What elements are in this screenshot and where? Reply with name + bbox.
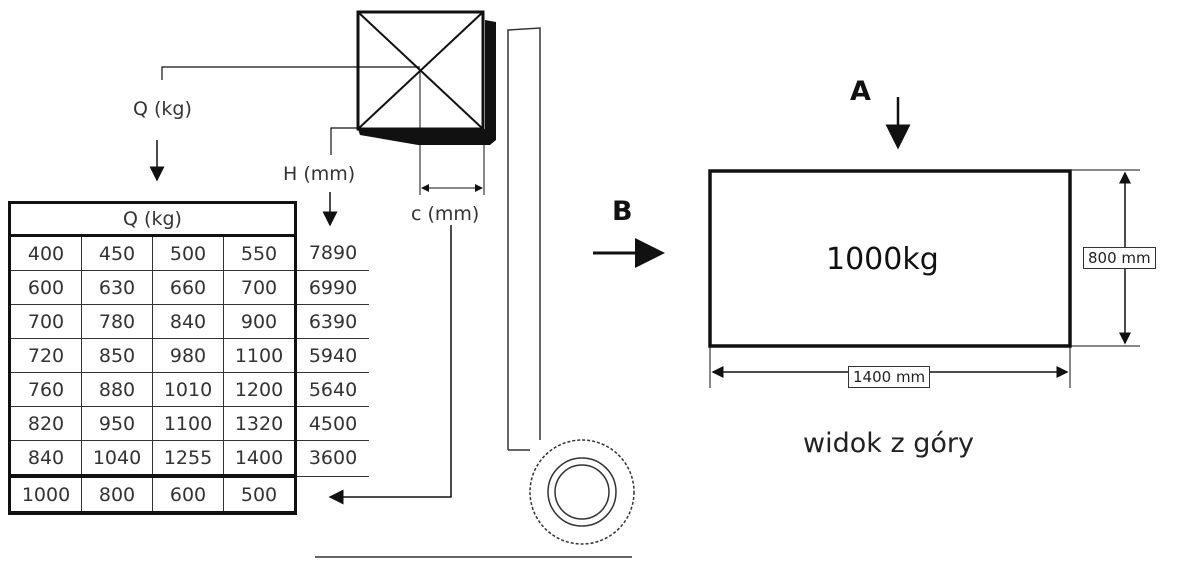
q-cell: 1320 xyxy=(223,406,296,441)
q-cell: 780 xyxy=(81,304,153,339)
q-cell: 1400 xyxy=(223,440,296,477)
q-cell: 840 xyxy=(152,304,224,339)
q-cell: 1040 xyxy=(81,440,153,477)
q-cell: 1200 xyxy=(223,372,296,407)
c-cell: 800 xyxy=(81,474,153,515)
q-cell: 400 xyxy=(8,235,82,271)
q-cell: 700 xyxy=(223,270,296,305)
h-cell: 3600 xyxy=(294,440,369,477)
q-cell: 820 xyxy=(8,406,82,441)
q-cell: 1010 xyxy=(152,372,224,407)
h-cell: 7890 xyxy=(294,235,369,271)
q-cell: 760 xyxy=(8,372,82,407)
load-crate xyxy=(356,10,485,195)
top-view-caption: widok z góry xyxy=(803,428,974,459)
h-cell: 5940 xyxy=(294,338,369,373)
width-dimension: 800 mm xyxy=(1083,247,1156,269)
view-b-label: B xyxy=(612,196,633,227)
q-cell: 950 xyxy=(81,406,153,441)
c-cell: 500 xyxy=(223,474,297,515)
q-cell: 550 xyxy=(223,235,296,271)
q-cell: 880 xyxy=(81,372,153,407)
length-dimension: 1400 mm xyxy=(848,366,931,388)
h-cell: 6390 xyxy=(294,304,369,339)
c-label: c (mm) xyxy=(411,203,480,225)
h-cell: 6990 xyxy=(294,270,369,305)
q-cell: 850 xyxy=(81,338,153,373)
fork-carriage xyxy=(358,20,496,145)
q-cell: 720 xyxy=(8,338,82,373)
q-label: Q (kg) xyxy=(133,98,192,120)
table-header: Q (kg) xyxy=(8,201,297,237)
q-cell: 980 xyxy=(152,338,224,373)
pallet-outline xyxy=(708,169,1072,348)
q-cell: 630 xyxy=(81,270,153,305)
q-cell: 1100 xyxy=(223,338,296,373)
q-cell: 1100 xyxy=(152,406,224,441)
q-cell: 500 xyxy=(152,235,224,271)
q-cell: 660 xyxy=(152,270,224,305)
c-cell: 600 xyxy=(152,474,224,515)
forklift-mast xyxy=(315,27,635,558)
load-weight: 1000kg xyxy=(826,242,939,277)
h-cell: 4500 xyxy=(294,406,369,441)
c-cell: 1000 xyxy=(8,474,82,515)
q-cell: 450 xyxy=(81,235,153,271)
view-a-label: A xyxy=(850,76,871,107)
h-label: H (mm) xyxy=(283,163,356,185)
q-cell: 900 xyxy=(223,304,296,339)
q-cell: 1255 xyxy=(152,440,224,477)
q-cell: 600 xyxy=(8,270,82,305)
c-arrow xyxy=(328,222,452,505)
q-cell: 700 xyxy=(8,304,82,339)
h-cell: 5640 xyxy=(294,372,369,407)
q-cell: 840 xyxy=(8,440,82,477)
